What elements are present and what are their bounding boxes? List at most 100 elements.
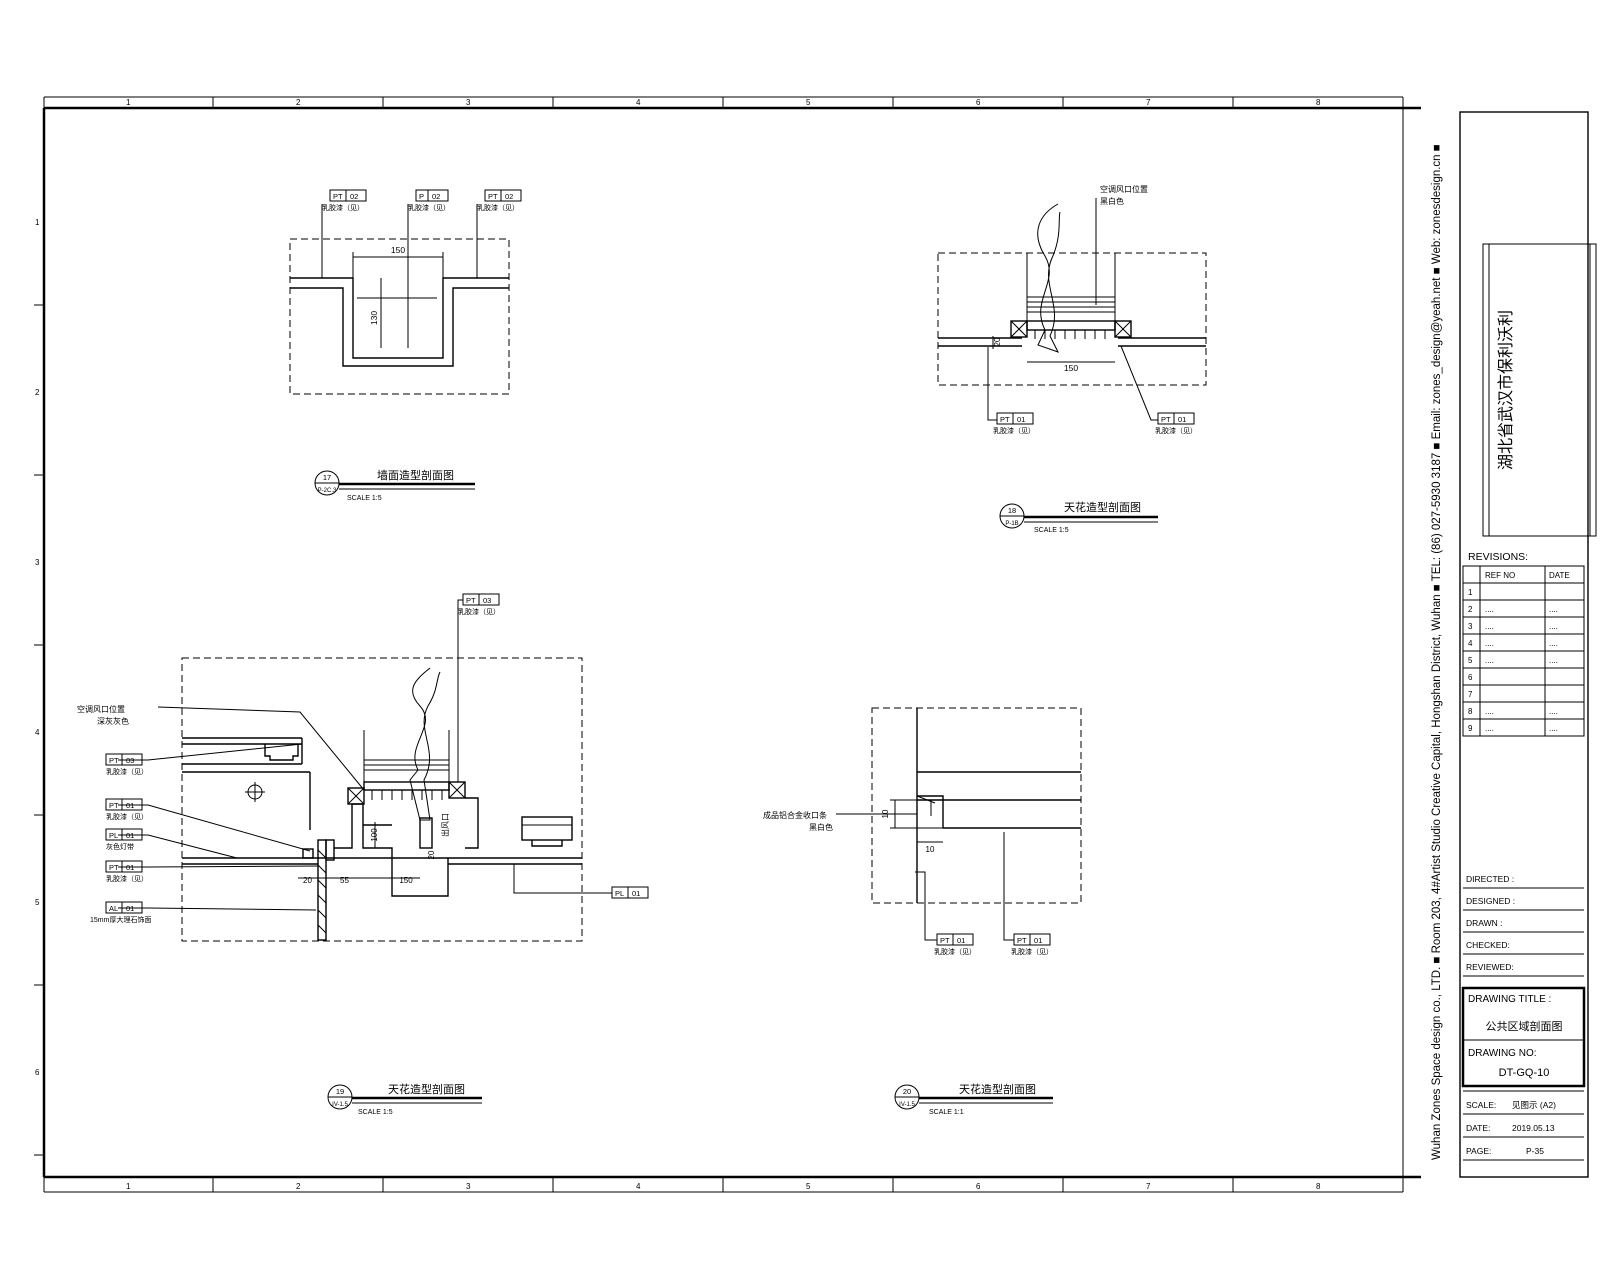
side-mark: 2 [35,388,40,397]
tag-code: P [419,192,424,201]
side-mark: 3 [35,558,40,567]
rev-no: 8 [1468,707,1473,716]
tag-note: 乳胶漆（见） [458,607,500,616]
tag-pl01 [105,828,143,841]
tag-pt01-d20a [936,933,974,946]
detail-18-scale: SCALE 1:5 [1034,527,1069,534]
tag-pt02-b [484,189,522,202]
detail-18-ref: P-1B [1005,521,1018,527]
rev-no: 3 [1468,622,1473,631]
detail-17-title: 墙面造型剖面图 [377,468,454,482]
bottom-mark: 2 [296,1182,301,1191]
tag-note: 15mm厚大理石饰面 [90,915,151,924]
tag-code: PT [466,596,476,605]
rev-ref: .... [1485,656,1494,665]
detail-18-title-mark [999,503,1158,529]
detail-17-ref: P-2C.3 [318,488,337,494]
bottom-mark: 4 [636,1182,641,1191]
top-mark: 5 [806,98,811,107]
tag-code: PT [940,936,950,945]
detail-19-title-mark [327,1084,482,1110]
dim-d19-c: 150 [399,876,413,885]
tag-code: PT [1000,415,1010,424]
tag-code: PT [1161,415,1171,424]
dim-d20-a: 10 [881,809,890,818]
rev-ref: .... [1485,639,1494,648]
tag-num: 02 [350,192,358,201]
company-strip: Wuhan Zones Space design co., LTD. ■ Roo… [1431,144,1443,1160]
tag-note: 乳胶漆（见） [322,203,364,212]
detail-19-ref: IV-1.5 [332,1102,348,1108]
detail-19 [118,599,612,942]
tag-code: AL [109,904,118,913]
date-value: 2019.05.13 [1512,1123,1555,1133]
detail-20-number: 20 [903,1087,911,1096]
detail-20-title-mark [894,1084,1053,1110]
rev-header: REF NO [1485,571,1515,580]
top-mark: 8 [1316,98,1321,107]
bottom-mark: 6 [976,1182,981,1191]
dim-d19-a: 20 [303,876,312,885]
drawn-label: DRAWN : [1466,918,1503,928]
bottom-mark: 8 [1316,1182,1321,1191]
drawing-title-label: DRAWING TITLE : [1468,994,1551,1005]
detail-18 [937,198,1207,421]
bottom-mark: 3 [466,1182,471,1191]
drawing-no: DT-GQ-10 [1499,1067,1550,1079]
dim-d19-b: 55 [340,876,349,885]
tag-num: 02 [505,192,513,201]
detail-19-title: 天花造型剖面图 [388,1082,465,1096]
tag-num: 01 [1034,936,1042,945]
tag-code: PT [109,756,119,765]
tag-num: 02 [432,192,440,201]
tag-p02 [415,189,449,202]
rev-no: 6 [1468,673,1473,682]
tag-note: 乳胶漆（见） [934,947,976,956]
detail-17 [289,204,510,395]
rev-no: 1 [1468,588,1473,597]
revisions-label: REVISIONS: [1468,551,1528,563]
detail-19-scale: SCALE 1:5 [358,1109,393,1116]
tag-note: 乳胶漆（见） [477,203,519,212]
tag-note: 乳胶漆（见） [1155,426,1197,435]
directed-label: DIRECTED : [1466,874,1514,884]
rev-date: .... [1549,707,1558,716]
rev-date: .... [1549,605,1558,614]
bottom-mark: 1 [126,1182,131,1191]
tag-code: PL [615,889,624,898]
tag-note: 灰色灯带 [106,842,134,851]
scale-label: SCALE: [1466,1100,1496,1110]
tag-note: 乳胶漆（见） [106,812,148,821]
meta-lines [1463,1090,1584,1161]
tag-code: PT [1017,936,1027,945]
page-label: PAGE: [1466,1146,1491,1156]
tag-num: 01 [126,904,134,913]
project-name: 湖北省武汉市保利沃利 [1497,310,1515,470]
tag-code: PT [333,192,343,201]
rev-no: 9 [1468,724,1473,733]
vent-color-d18: 黑白色 [1100,196,1124,206]
tag-code: PT [488,192,498,201]
tag-code: PT [109,863,119,872]
detail-20-title: 天花造型剖面图 [959,1082,1036,1096]
scale-value: 见图示 (A2) [1512,1100,1556,1110]
tag-num: 03 [483,596,491,605]
tag-code: PT [109,801,119,810]
tag-pt01-a [105,798,143,811]
date-label: DATE: [1466,1123,1490,1133]
tag-pt01-d18b [1157,412,1195,425]
top-mark: 3 [466,98,471,107]
side-mark: 1 [35,218,40,227]
tag-note: 乳胶漆（见） [106,874,148,883]
detail-17-number: 17 [323,473,331,482]
tag-num: 03 [126,756,134,765]
tag-note: 乳胶漆（见） [106,767,148,776]
border-marks: 1 2 3 4 5 6 7 8 1 2 3 4 5 6 7 8 1 2 3 4 … [35,98,1321,1191]
rev-ref: .... [1485,622,1494,631]
rev-date: .... [1549,622,1558,631]
tag-note: 乳胶漆（见） [408,203,450,212]
dim-d18-height: 20 [993,337,1002,346]
detail-20-ref: IV-1.5 [899,1102,915,1108]
rev-ref: .... [1485,707,1494,716]
